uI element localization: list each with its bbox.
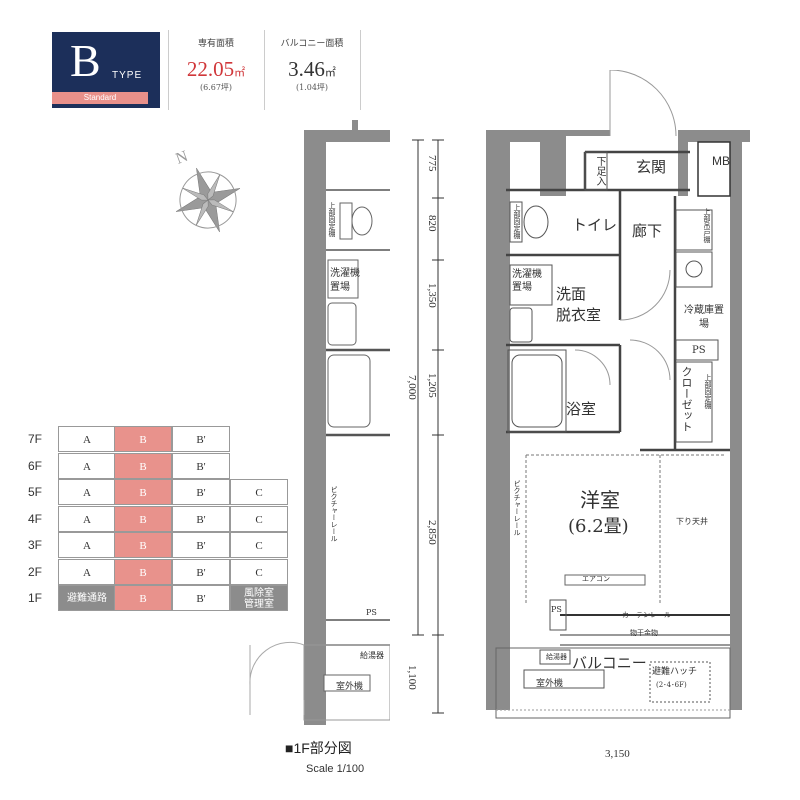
dim-2850: 2,850 <box>426 520 438 545</box>
caption-scale: Scale 1/100 <box>306 763 365 775</box>
floor-table-cell: C <box>230 558 288 585</box>
ps-lower-label: PS <box>551 605 562 614</box>
floor-table-cell: B' <box>172 452 230 479</box>
aircon-label: エアコン <box>582 575 610 583</box>
dim-1100: 1,100 <box>406 665 418 690</box>
balcony-area-label: バルコニー面積 <box>280 39 344 49</box>
floor-table-cell: B' <box>172 426 230 452</box>
water-heater-label: 給湯器 <box>546 653 567 661</box>
floor-label: 3F <box>28 538 43 552</box>
exclusive-area-label: 専有面積 <box>197 39 234 49</box>
dim-7000: 7,000 <box>406 375 418 400</box>
balcony-area-unit: ㎡ <box>324 66 336 79</box>
area-divider <box>264 30 265 110</box>
bathroom-label: 浴室 <box>566 400 597 418</box>
floor-table-cell: B' <box>172 505 230 532</box>
floor-table-cell: B' <box>172 558 230 585</box>
floor-table-cell: C <box>230 505 288 532</box>
floor-table-cell: B' <box>172 532 230 558</box>
floor-label: 6F <box>28 458 43 473</box>
floor-table-cell: B' <box>172 479 230 505</box>
area-divider <box>360 30 361 110</box>
balcony-area-value: 3.46 <box>288 57 325 81</box>
left-water-heater-label: 給湯器 <box>360 651 384 660</box>
washer-label: 洗濯機置場 <box>512 269 542 293</box>
laundry-hardware-label: 物干金物 <box>630 629 658 637</box>
neighbor-plan <box>249 120 390 725</box>
floor-table-cell: B <box>114 532 172 558</box>
floor-label: 7F <box>28 432 43 446</box>
toilet-shelf-label: 上部固定棚 <box>513 204 521 239</box>
shoe-storage-label: 下足入 <box>594 156 605 186</box>
fridge-label: 冷蔵庫置場 <box>684 305 724 330</box>
compass-icon: N <box>174 148 241 233</box>
exclusive-area-tsubo: (6.67坪) <box>199 83 233 92</box>
floor-table-cell: A <box>58 532 116 558</box>
left-upper-shelf-label: 上部固定棚 <box>328 202 336 237</box>
exclusive-area-unit: ㎡ <box>234 66 246 79</box>
floor-table-cell: B <box>114 426 172 452</box>
picture-rail-label: ピクチャーレール <box>513 480 521 536</box>
mb-label: MB <box>712 154 730 168</box>
toilet-label: トイレ <box>572 216 618 234</box>
curtain-rail-label: カーテンレール <box>622 611 671 619</box>
type-subtitle: Standard <box>83 93 117 102</box>
dim-1350: 1,350 <box>426 283 438 308</box>
western-room-label: 洋室 <box>580 488 620 512</box>
vertical-dimension-line <box>412 139 444 714</box>
floor-table-cell: A <box>58 426 116 452</box>
upper-cabinet-label: 上部吊戸棚 <box>703 208 711 243</box>
floor-label: 1F <box>28 591 43 605</box>
exclusive-area-value: 22.05 <box>186 57 235 81</box>
type-subtitle-bar <box>52 92 148 104</box>
dim-width: 3,150 <box>605 748 630 760</box>
dim-820: 820 <box>426 215 438 232</box>
washroom-label: 洗面 脱衣室 <box>556 285 602 324</box>
type-word: TYPE <box>112 70 143 81</box>
balcony-area: バルコニー面積 3.46㎡ (1.04坪) <box>264 36 360 93</box>
entrance-label: 玄関 <box>636 158 667 176</box>
closet-shelf-label: 上部固定棚 <box>704 374 712 409</box>
hallway-label: 廊下 <box>632 222 663 240</box>
caption-title: ■1F部分図 <box>285 740 352 756</box>
svg-text:N: N <box>174 148 191 168</box>
type-letter: B <box>70 35 101 86</box>
left-washer-label: 洗濯機置場 <box>330 268 360 293</box>
floor-table-cell: C <box>230 479 288 505</box>
balcony-area-tsubo: (1.04坪) <box>295 83 329 92</box>
outdoor-unit-label: 室外機 <box>536 679 564 689</box>
floor-table-cell: B <box>114 558 172 585</box>
left-ps-label: PS <box>366 608 377 617</box>
left-outdoor-unit-label: 室外機 <box>336 682 364 692</box>
floor-label: 2F <box>28 564 43 579</box>
exclusive-area: 専有面積 22.05㎡ (6.67坪) <box>168 36 264 93</box>
floor-table-cell: B' <box>172 585 230 611</box>
closet-label: クローゼット <box>680 366 693 432</box>
dim-775: 775 <box>426 155 438 172</box>
floor-table-cell: C <box>230 532 288 558</box>
floor-label: 4F <box>28 511 43 526</box>
dim-1205: 1,205 <box>426 373 438 398</box>
ps-label: PS <box>692 345 706 356</box>
floor-table-cell: B <box>114 479 172 505</box>
left-picture-rail-label: ピクチャーレール <box>330 486 338 542</box>
floor-table-cell: B <box>114 505 172 532</box>
balcony-label: バルコニー <box>572 654 647 672</box>
western-room-size: (6.2畳) <box>568 516 629 537</box>
floor-table-cell: A <box>58 505 116 532</box>
floor-table-cell: A <box>58 558 116 585</box>
floor-table-cell: 風除室 管理室 <box>230 585 288 611</box>
escape-hatch-label: 避難ハッチ <box>652 667 698 677</box>
floor-table-cell: B <box>114 452 172 479</box>
floor-table-cell: 避難通路 <box>58 585 116 611</box>
floor-table-cell: A <box>58 479 116 505</box>
floor-label: 5F <box>28 485 43 499</box>
lowered-ceiling-label: 下り天井 <box>676 517 708 526</box>
floor-table-cell: B <box>114 585 172 611</box>
escape-hatch-floors: (2･4･6F) <box>656 681 687 689</box>
area-divider <box>168 30 169 110</box>
floor-table-cell: A <box>58 452 116 479</box>
main-floor-plan <box>486 70 750 719</box>
